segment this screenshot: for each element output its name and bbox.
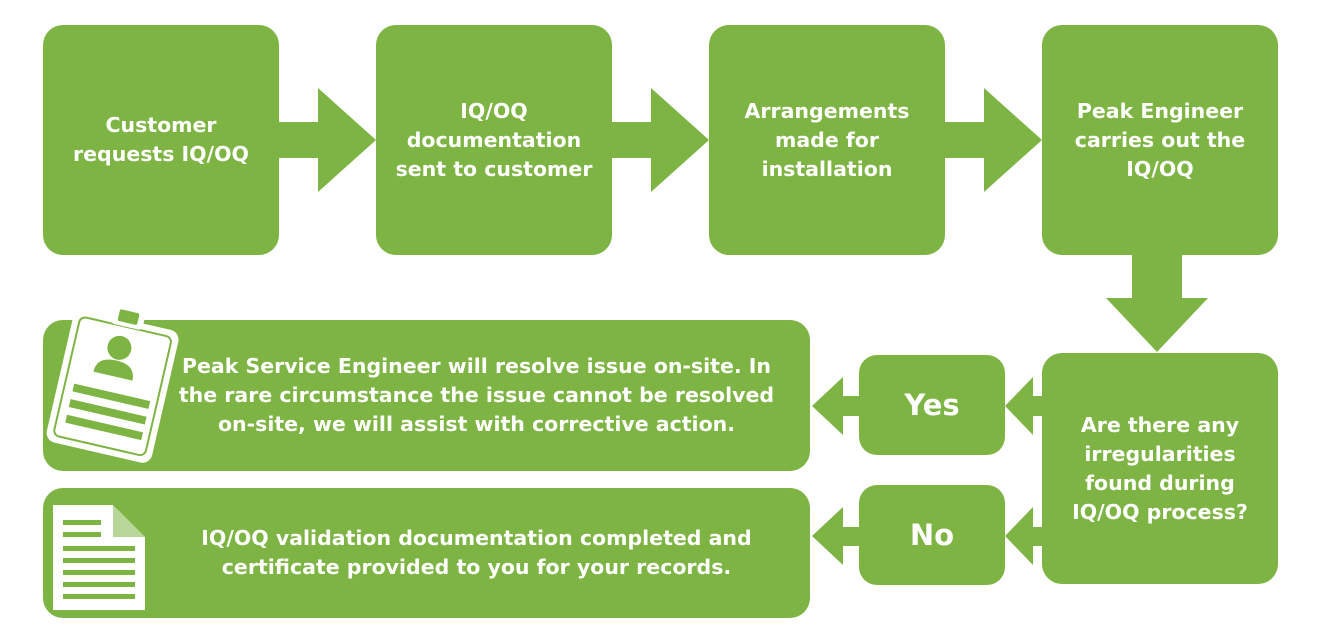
yes-chip: Yes [859, 355, 1005, 455]
no-outcome-box: IQ/OQ validation documentation completed… [43, 488, 810, 618]
arrow-step2-to-step3 [612, 88, 709, 192]
arrow-yes-to-outcome [812, 377, 859, 435]
arrow-step3-to-step4 [945, 88, 1042, 192]
arrow-decision-to-yes [1005, 377, 1042, 435]
arrow-no-to-outcome [812, 507, 859, 565]
step-documentation-sent: IQ/OQ documentation sent to customer [376, 25, 612, 255]
no-label: No [909, 518, 955, 552]
step-label: Customer requests IQ/OQ [73, 113, 249, 166]
step-label: IQ/OQ documentation sent to customer [395, 98, 593, 181]
decision-question: Are there any irregularities found durin… [1072, 412, 1248, 524]
arrow-step1-to-step2 [279, 88, 376, 192]
arrow-decision-to-no [1005, 507, 1042, 565]
no-outcome-text: IQ/OQ validation documentation completed… [201, 526, 752, 579]
step-engineer-iqoq: Peak Engineer carries out the IQ/OQ [1042, 25, 1278, 255]
decision-box: Are there any irregularities found durin… [1042, 353, 1278, 584]
step-label: Peak Engineer carries out the IQ/OQ [1074, 98, 1246, 181]
step-label: Arrangements made for installation [744, 98, 910, 181]
step-arrangements: Arrangements made for installation [709, 25, 945, 255]
no-chip: No [859, 485, 1005, 585]
yes-outcome-box: Peak Service Engineer will resolve issue… [43, 320, 810, 471]
step-customer-request: Customer requests IQ/OQ [43, 25, 279, 255]
arrow-step4-to-decision [1106, 255, 1208, 352]
yes-outcome-text: Peak Service Engineer will resolve issue… [178, 354, 775, 436]
yes-label: Yes [904, 388, 960, 422]
